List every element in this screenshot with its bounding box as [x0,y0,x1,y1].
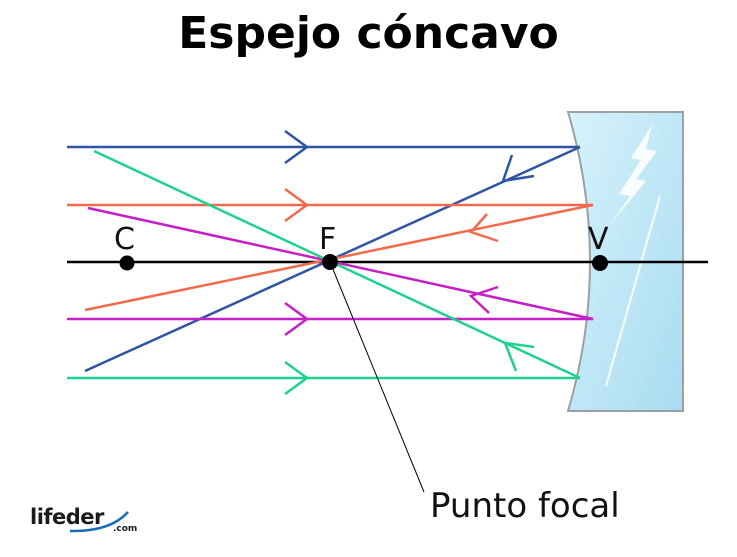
swoosh-icon [69,511,129,533]
point-v [592,255,608,271]
arrow-icon [503,341,535,372]
point-f [322,254,338,270]
arrow-icon [284,301,310,337]
callout-leader [329,261,425,493]
glare-icon [609,125,657,226]
ray-orange [67,187,594,312]
arrow-icon [468,213,499,243]
arrow-icon [468,285,499,314]
arrow-icon [284,187,310,223]
label-v: V [588,222,609,257]
ray-magenta [67,206,594,337]
ray-green [67,149,581,396]
focal-point-label: Punto focal [430,486,620,526]
mirror-shine-line [605,195,661,387]
page-title: Espejo cóncavo [178,8,559,59]
label-f: F [319,222,337,257]
arrow-icon [284,129,310,165]
arrow-icon [284,360,310,396]
arrow-icon [501,154,535,183]
label-c: C [114,222,135,257]
brand-logo-suffix: .com [113,524,138,534]
brand-logo: lifeder [30,505,104,529]
point-c [119,255,135,271]
